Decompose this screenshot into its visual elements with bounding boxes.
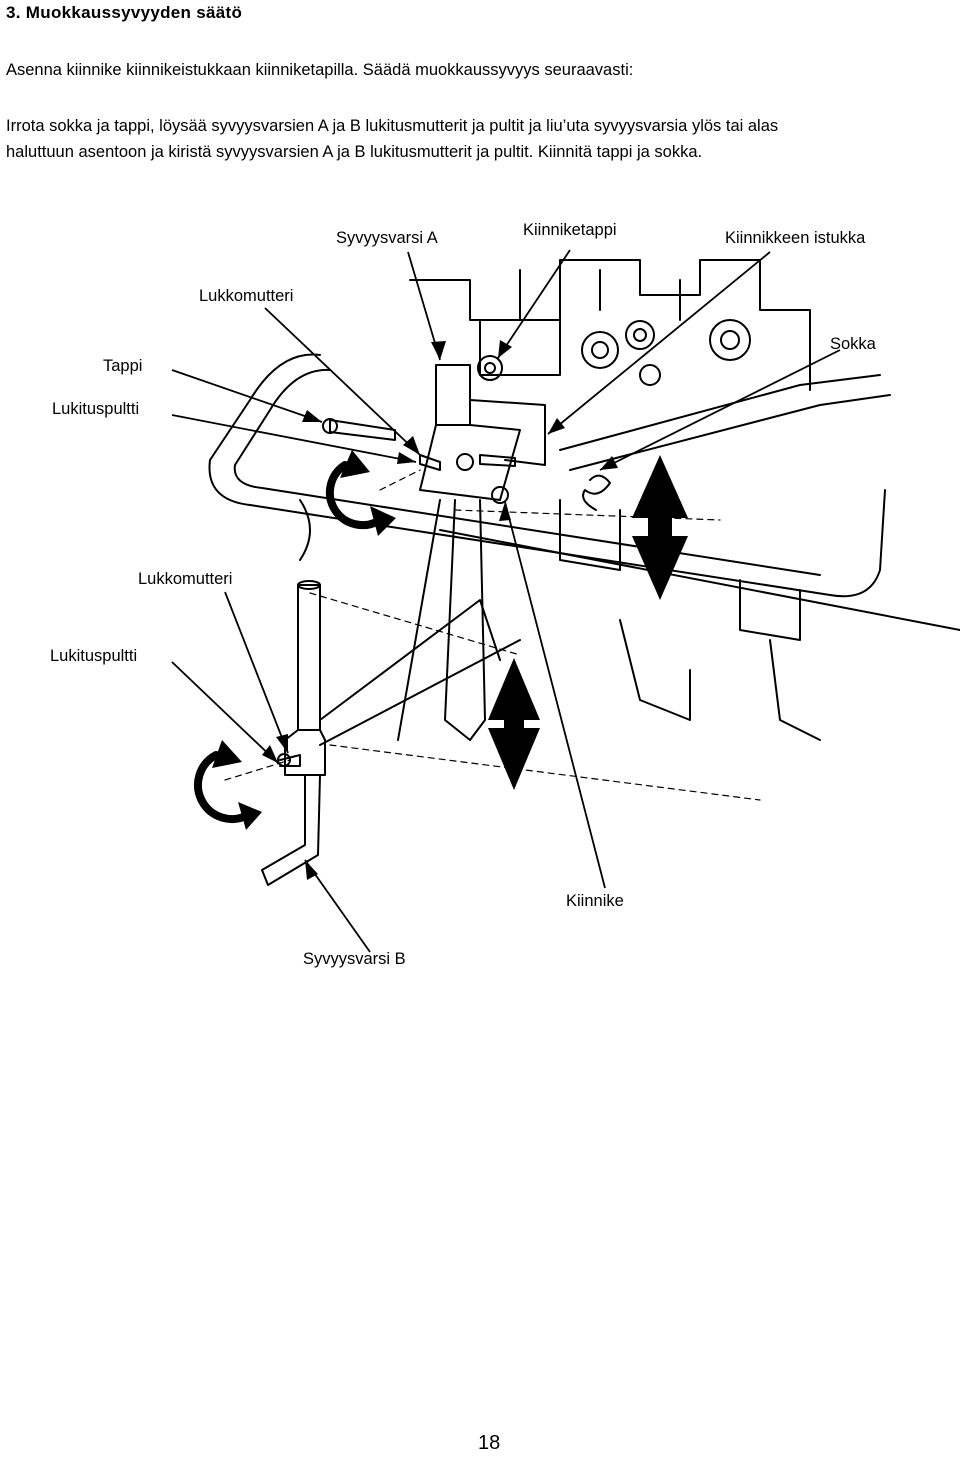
label-cotter-pin: Sokka (830, 335, 876, 353)
label-lock-bolt-bottom: Lukituspultti (50, 647, 138, 665)
page-heading: 3. Muokkaussyvyyden säätö (6, 3, 243, 22)
label-hitch-pin: Kiinniketappi (523, 221, 617, 239)
label-depth-arm-b: Syvyysvarsi B (303, 950, 406, 968)
label-lock-nut-bottom: Lukkomutteri (138, 570, 233, 588)
label-lock-nut-top: Lukkomutteri (199, 287, 294, 305)
instruction-line-2: haluttuun asentoon ja kiristä syvyysvars… (6, 143, 703, 161)
label-depth-arm-a: Syvyysvarsi A (336, 229, 438, 247)
tiller-depth-adjustment-figure: Syvyysvarsi A Kiinniketappi Kiinnikkeen … (0, 200, 960, 990)
page-number: 18 (478, 1432, 501, 1454)
label-hitch: Kiinnike (566, 892, 624, 910)
intro-paragraph: Asenna kiinnike kiinnikeistukkaan kiinni… (6, 61, 634, 79)
tiller-illustration (171, 249, 960, 953)
label-lock-bolt-top: Lukituspultti (52, 400, 140, 418)
label-hitch-socket: Kiinnikkeen istukka (725, 229, 866, 247)
label-pin: Tappi (103, 357, 143, 375)
instruction-line-1: Irrota sokka ja tappi, löysää syvyysvars… (6, 117, 779, 135)
